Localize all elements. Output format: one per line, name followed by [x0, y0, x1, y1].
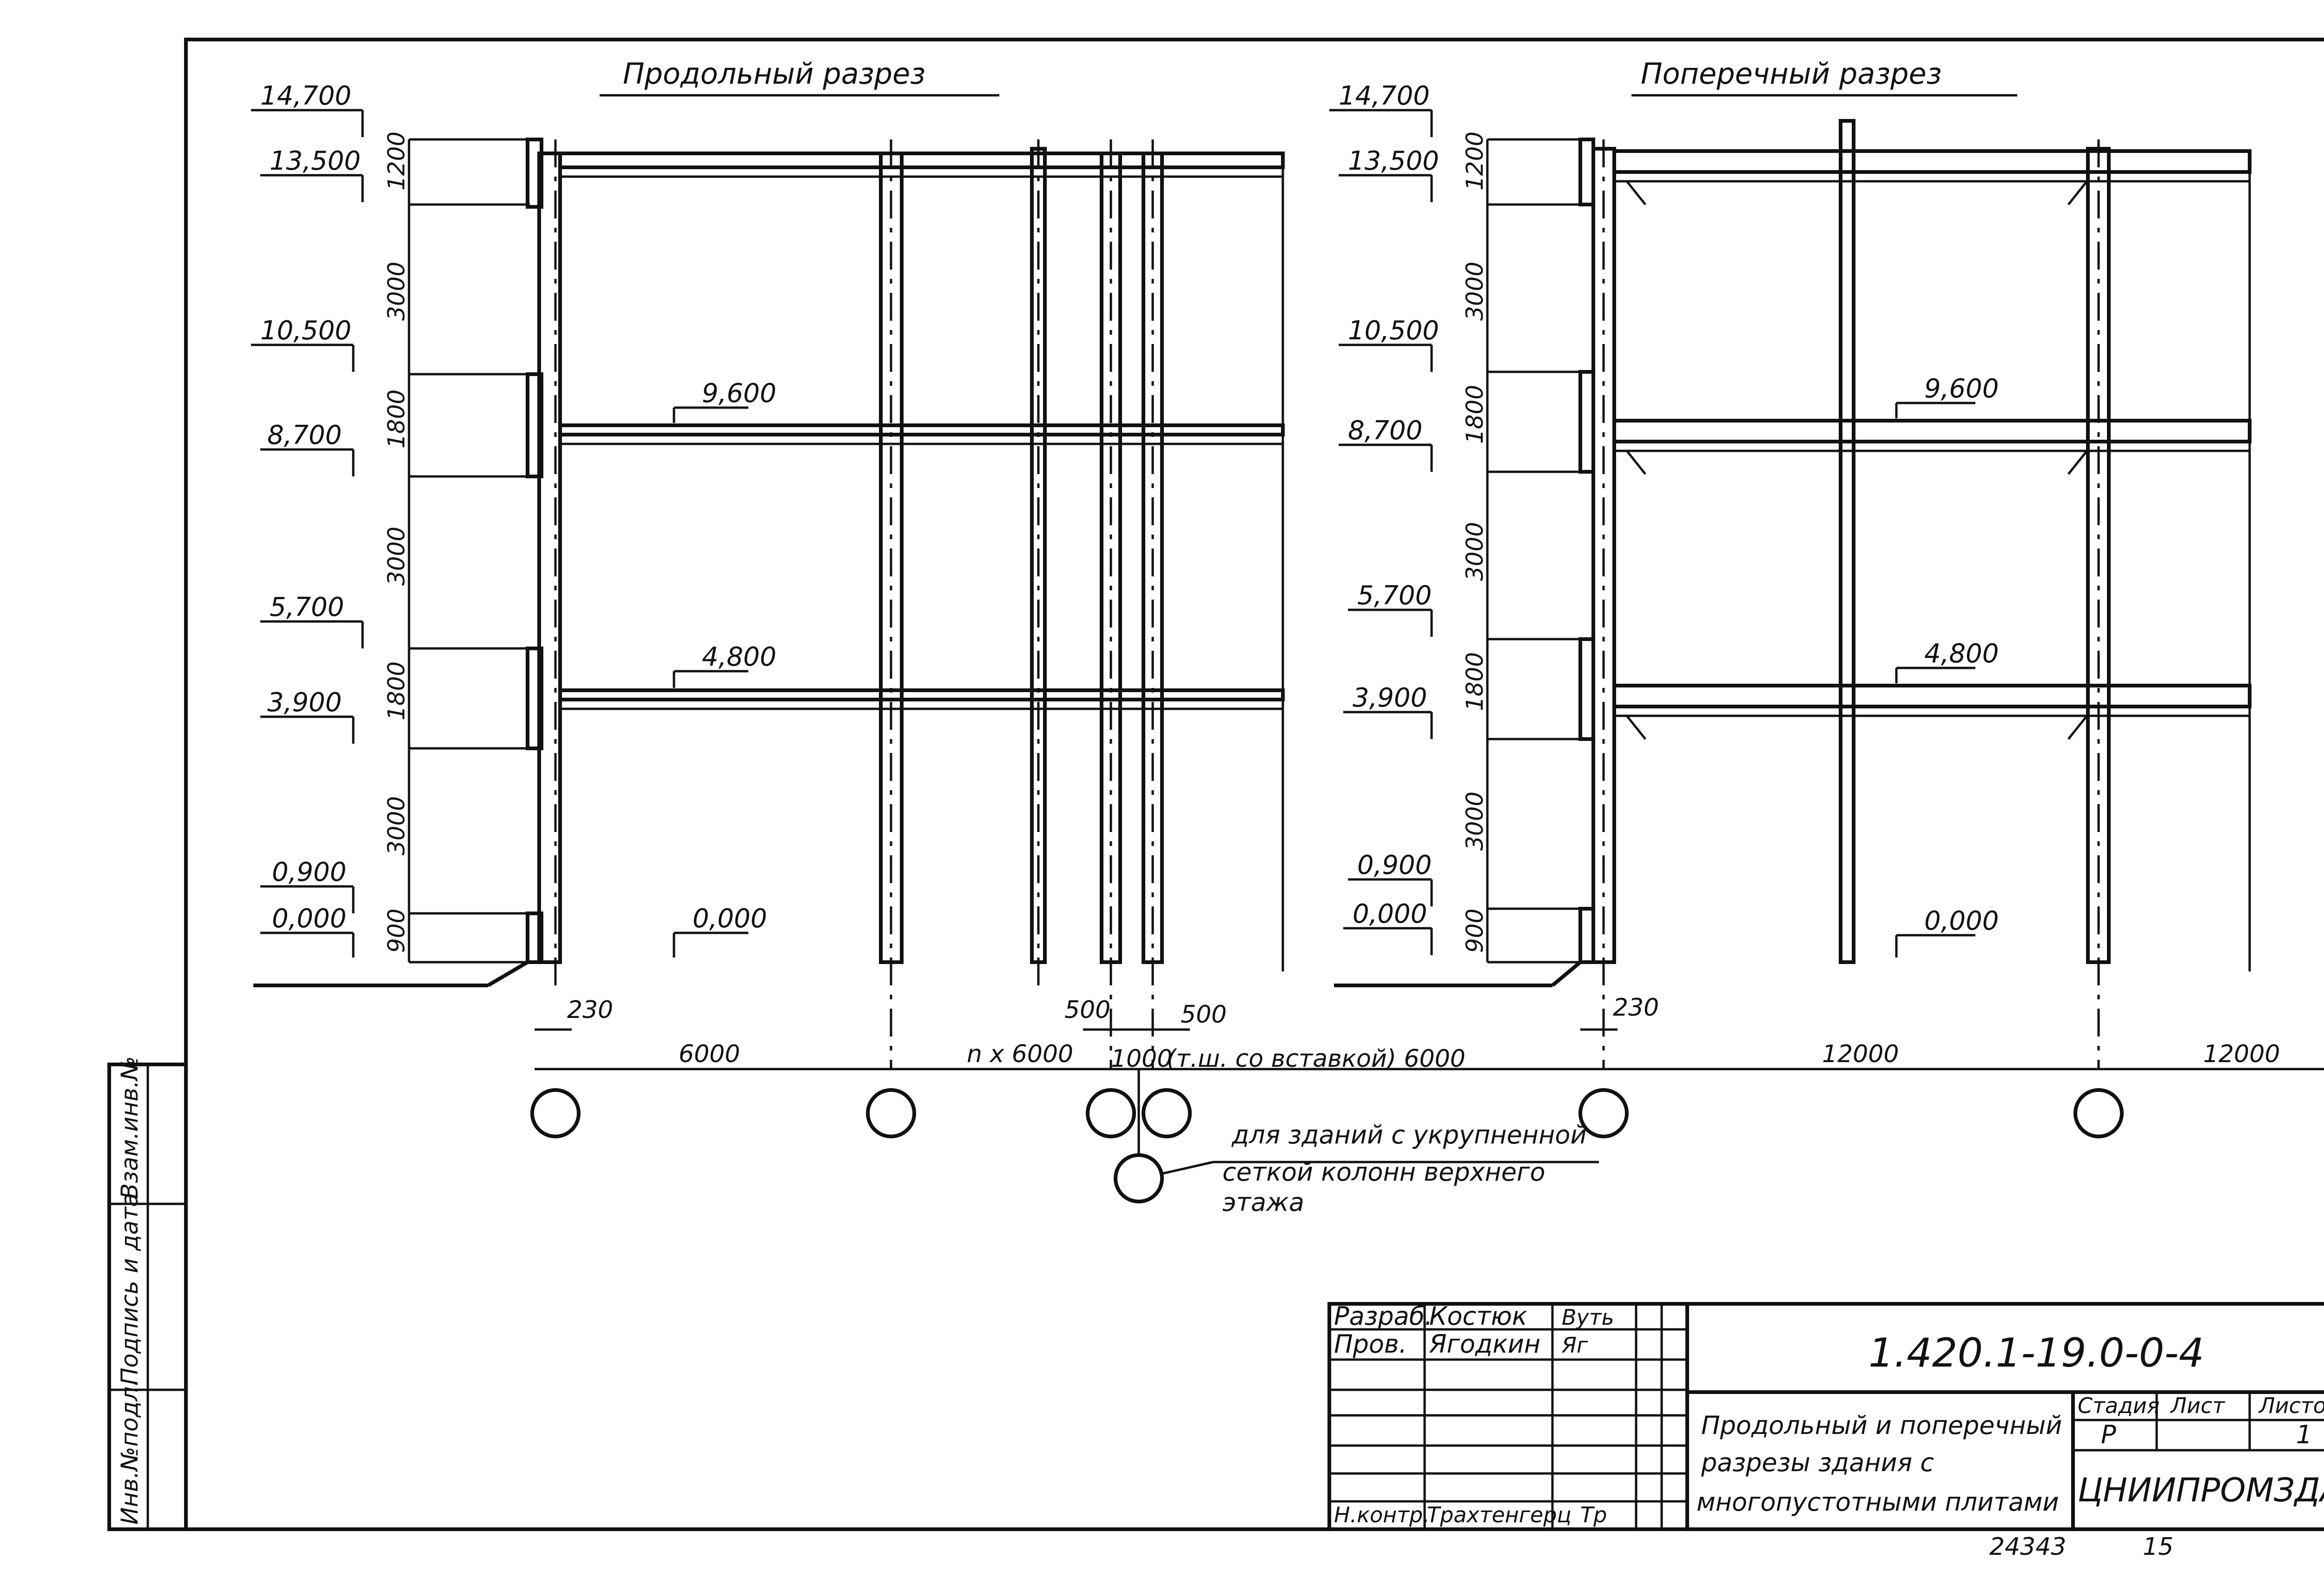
trans-axis-markers [1578, 1088, 2124, 1138]
long-mark-5700: 5,700 [270, 592, 344, 622]
trans-vdim-1800-low: 1800 [1461, 652, 1488, 711]
tb-sheets-label: Листов [2258, 1393, 2324, 1418]
tb-description-3: многопустотными плитами [1697, 1487, 2059, 1517]
long-mark-8700: 8,700 [267, 420, 342, 450]
long-elevation-marks: 14,700 13,500 10,500 8,700 5,700 3,900 0… [251, 81, 364, 958]
trans-vdim-3000-bot: 3000 [1461, 792, 1488, 851]
long-mark-0: 0,000 [272, 904, 346, 934]
long-dim-230: 230 [567, 996, 613, 1024]
axis-note: для зданий с укрупненной сеткой колонн в… [1162, 1120, 1599, 1217]
trans-mark-8700: 8,700 [1348, 416, 1422, 446]
side-stamp-inv: Инв.№подл. [116, 1379, 143, 1525]
archive-number: 24343 [1989, 1533, 2066, 1561]
long-dim-500-right: 500 [1181, 1001, 1227, 1029]
tb-sign-normcontrol: Тр [1580, 1502, 1607, 1527]
tb-name-checker: Ягодкин [1429, 1329, 1540, 1359]
long-floor-0: 0,000 [693, 904, 767, 934]
long-vdim-3000-mid: 3000 [383, 527, 410, 586]
trans-floor-0: 0,000 [1924, 906, 1999, 936]
transverse-section: Поперечный разрез 14,700 13,500 10,500 8… [1329, 57, 2324, 1138]
trans-mark-10500: 10,500 [1348, 316, 1439, 346]
long-dim-500-left: 500 [1064, 996, 1110, 1024]
tb-role-checker: Пров. [1334, 1329, 1407, 1359]
trans-mark-5700: 5,700 [1357, 581, 1432, 611]
long-floors [558, 152, 1285, 710]
trans-vdim-1200: 1200 [1461, 132, 1488, 191]
side-stamp-signature: Подпись и дата [116, 1193, 143, 1385]
tb-name-developer: Костюк [1429, 1301, 1527, 1331]
trans-mark-3900: 3,900 [1353, 683, 1427, 713]
long-vertical-dims: 1200 3000 1800 3000 1800 3000 900 [383, 132, 530, 964]
long-vdim-3000-bot: 3000 [383, 796, 410, 855]
trans-vdim-1800-top: 1800 [1461, 385, 1488, 444]
tb-organization: ЦНИИПРОМЗДАНИЙ [2078, 1471, 2324, 1509]
longitudinal-title: Продольный разрез [623, 57, 925, 91]
tb-drawing-code: 1.420.1-19.0-0-4 [1868, 1330, 2204, 1376]
trans-dim-230: 230 [1613, 994, 1659, 1022]
tb-sheets-value: 1 [2296, 1420, 2312, 1449]
long-dim-6000: 6000 [679, 1040, 740, 1068]
trans-vdim-3000-top: 3000 [1461, 262, 1488, 321]
trans-vdim-900: 900 [1461, 909, 1488, 953]
archive-page: 15 [2143, 1533, 2173, 1561]
sheet-footer: 24343 15 [1989, 1533, 2173, 1561]
side-stamp: Инв.№подл. Подпись и дата Взам.инв.№ [116, 1056, 143, 1525]
trans-mark-0: 0,000 [1353, 899, 1427, 929]
long-vdim-3000-top: 3000 [383, 262, 410, 321]
trans-horizontal-dims: 230 12000 12000 [1580, 994, 2324, 1070]
long-mark-900: 0,900 [272, 857, 346, 887]
trans-floor-marks: 9,600 4,800 0,000 [1895, 374, 1999, 958]
side-stamp-replace: Взам.инв.№ [116, 1056, 143, 1199]
long-columns [537, 139, 1284, 1069]
title-block: Разраб. Костюк Вуть Пров. Ягодкин Яг Н.к… [1327, 1301, 2324, 1531]
long-horizontal-dims: 230 500 500 6000 n x 6000 1000 (т.ш. со … [535, 996, 1608, 1073]
long-floor-9600: 9,600 [702, 378, 776, 409]
long-mark-14700: 14,700 [260, 81, 351, 111]
tb-description-2: разрезы здания с [1701, 1448, 1934, 1477]
trans-vdim-3000-mid: 3000 [1461, 522, 1488, 581]
tb-sign-checker: Яг [1561, 1333, 1588, 1358]
note-line-3: этажа [1222, 1188, 1304, 1217]
tb-sheet-label: Лист [2170, 1393, 2225, 1418]
trans-mark-13500: 13,500 [1348, 146, 1439, 176]
tb-role-developer: Разраб. [1334, 1301, 1433, 1331]
trans-elevation-marks: 14,700 13,500 10,500 8,700 5,700 3,900 0… [1329, 81, 1439, 955]
trans-columns [1591, 119, 2251, 1069]
long-dim-6000-insert: (т.ш. со вставкой) 6000 [1167, 1045, 1466, 1073]
long-floor-4800: 4,800 [702, 642, 776, 672]
trans-floor-9600: 9,600 [1924, 374, 1999, 404]
tb-sign-developer: Вуть [1562, 1305, 1614, 1330]
longitudinal-section: Продольный разрез 14,700 13,500 10,500 8… [251, 57, 1608, 1217]
long-floor-marks: 9,600 4,800 0,000 [673, 378, 776, 958]
trans-mark-900: 0,900 [1357, 850, 1432, 880]
tb-role-normcontrol: Н.контр. [1334, 1502, 1430, 1527]
tb-description-1: Продольный и поперечный [1701, 1411, 2062, 1440]
long-vdim-1200: 1200 [383, 132, 410, 191]
note-line-2: сеткой колонн верхнего [1222, 1157, 1545, 1187]
long-vdim-1800-top: 1800 [383, 390, 410, 449]
long-mark-13500: 13,500 [270, 146, 361, 176]
long-mark-3900: 3,900 [267, 687, 342, 718]
trans-mark-14700: 14,700 [1339, 81, 1430, 111]
trans-floor-4800: 4,800 [1924, 639, 1999, 669]
long-dim-nx6000: n x 6000 [967, 1040, 1073, 1068]
tb-stage-label: Стадия [2078, 1393, 2159, 1418]
trans-floors [1612, 149, 2251, 740]
long-wall-panels [253, 138, 543, 987]
tb-name-normcontrol: Трахтенгерц [1427, 1502, 1571, 1527]
trans-vertical-dims: 1200 3000 1800 3000 1800 3000 900 [1461, 132, 1580, 964]
long-vdim-900: 900 [383, 909, 410, 953]
long-dim-1000: 1000 [1111, 1045, 1172, 1073]
tb-stage-value: Р [2101, 1420, 2116, 1449]
note-line-1: для зданий с укрупненной [1231, 1120, 1587, 1149]
trans-dim-12000-left: 12000 [1822, 1040, 1899, 1068]
sheet-frame [107, 38, 2324, 1531]
transverse-title: Поперечный разрез [1641, 57, 1942, 91]
long-vdim-1800-low: 1800 [383, 661, 410, 720]
trans-dim-12000-right: 12000 [2203, 1040, 2280, 1068]
long-axis-markers [530, 1069, 1192, 1203]
long-mark-10500: 10,500 [260, 316, 351, 346]
